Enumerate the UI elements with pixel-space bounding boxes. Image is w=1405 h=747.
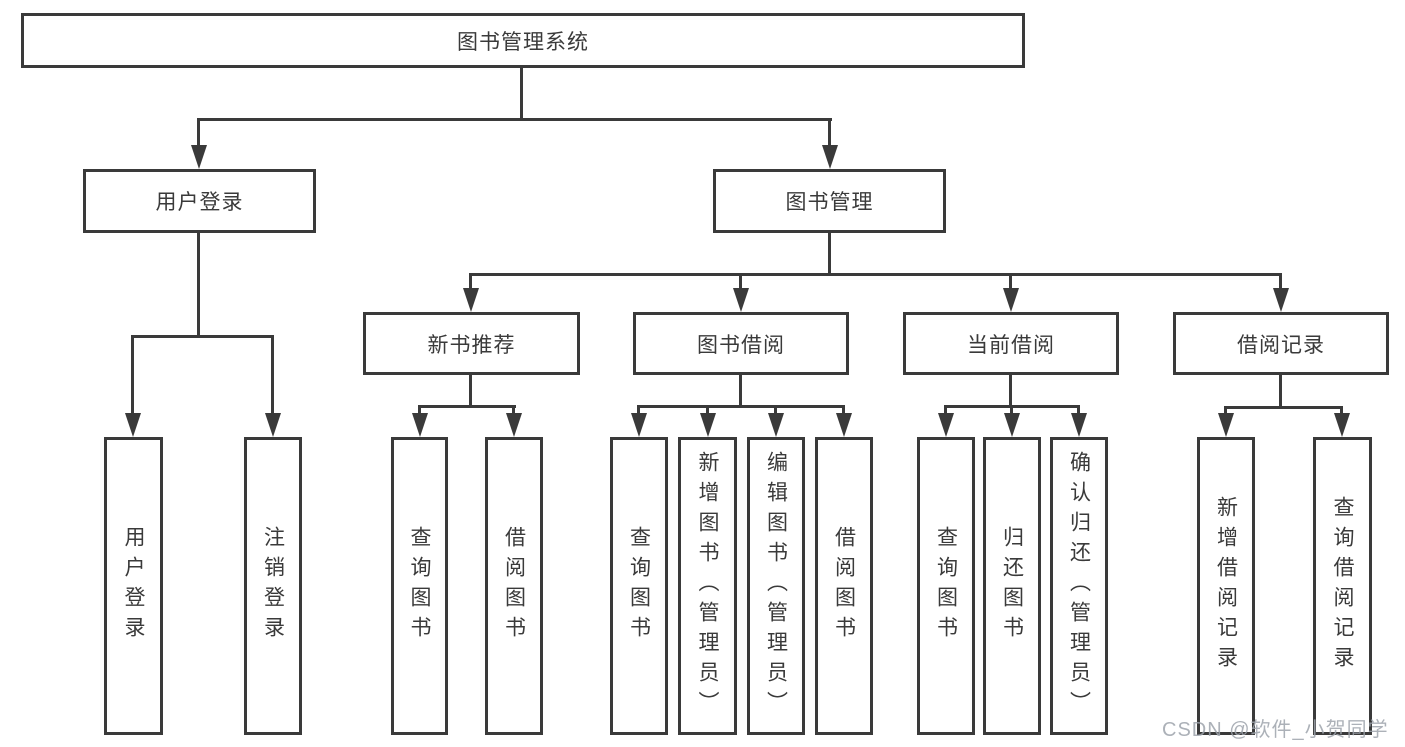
connector-line	[469, 273, 472, 291]
arrowhead-down	[1003, 288, 1019, 312]
arrowhead-down	[1334, 413, 1350, 437]
arrowhead-down	[412, 413, 428, 437]
connector-line	[1279, 375, 1282, 406]
connector-line	[1279, 273, 1282, 291]
connector-line	[1010, 405, 1013, 415]
arrowhead-down	[733, 288, 749, 312]
arrowhead-down	[631, 413, 647, 437]
arrowhead-down	[768, 413, 784, 437]
leaf-confirm-return-admin: 确认归还（管理员）	[1050, 437, 1108, 735]
connector-line	[469, 273, 1282, 276]
leaf-borrow-books-recommend: 借阅图书	[485, 437, 543, 735]
leaf-label: 归还图书	[1000, 526, 1024, 646]
connector-line	[197, 118, 832, 121]
arrowhead-down	[1004, 413, 1020, 437]
arrowhead-down	[822, 145, 838, 169]
connector-line	[520, 68, 523, 118]
csdn-watermark: CSDN @软件_小贺同学	[1162, 719, 1389, 741]
connector-line	[197, 118, 200, 148]
connector-line	[637, 405, 640, 415]
leaf-query-books-current: 查询图书	[917, 437, 975, 735]
connector-line	[828, 118, 831, 148]
leaf-label: 查询图书	[627, 526, 651, 646]
leaf-label: 新增借阅记录	[1214, 496, 1238, 676]
connector-line	[1009, 273, 1012, 291]
arrowhead-down	[506, 413, 522, 437]
leaf-add-book-admin: 新增图书（管理员）	[678, 437, 737, 735]
leaf-label: 借阅图书	[502, 526, 526, 646]
leaf-user-login: 用户登录	[104, 437, 163, 735]
leaf-query-books-recommend: 查询图书	[391, 437, 448, 735]
node-label: 新书推荐	[427, 333, 516, 357]
leaf-edit-book-admin: 编辑图书（管理员）	[747, 437, 805, 735]
leaf-query-borrow-record: 查询借阅记录	[1313, 437, 1372, 735]
leaf-label: 编辑图书（管理员）	[764, 451, 788, 721]
node-label: 图书管理系统	[457, 30, 589, 54]
connector-line	[131, 335, 134, 415]
connector-line	[131, 335, 274, 338]
node-label: 图书借阅	[697, 333, 785, 357]
node-current-borrow: 当前借阅	[903, 312, 1119, 375]
connector-line	[1009, 375, 1012, 405]
arrowhead-down	[463, 288, 479, 312]
leaf-return-book: 归还图书	[983, 437, 1041, 735]
connector-line	[739, 375, 742, 405]
arrowhead-down	[700, 413, 716, 437]
connector-line	[774, 405, 777, 415]
leaf-label: 查询图书	[934, 526, 958, 646]
connector-line	[418, 405, 421, 415]
connector-line	[469, 375, 472, 405]
leaf-label: 注销登录	[261, 526, 285, 646]
connector-line	[706, 405, 709, 415]
arrowhead-down	[125, 413, 141, 437]
leaf-label: 查询图书	[408, 526, 431, 646]
connector-line	[418, 405, 516, 408]
node-user-login: 用户登录	[83, 169, 316, 233]
connector-line	[739, 273, 742, 291]
node-book-management: 图书管理	[713, 169, 946, 233]
connector-line	[944, 405, 947, 415]
leaf-borrow-books: 借阅图书	[815, 437, 873, 735]
leaf-label: 新增图书（管理员）	[696, 451, 719, 721]
arrowhead-down	[1218, 413, 1234, 437]
connector-line	[828, 233, 831, 273]
node-label: 用户登录	[155, 191, 244, 214]
connector-line	[842, 405, 845, 415]
connector-line	[1340, 406, 1343, 415]
arrowhead-down	[265, 413, 281, 437]
node-label: 图书管理	[785, 191, 874, 214]
connector-line	[637, 405, 845, 408]
leaf-label: 确认归还（管理员）	[1067, 451, 1091, 721]
node-label: 借阅记录	[1237, 333, 1325, 357]
arrowhead-down	[938, 413, 954, 437]
connector-line	[1224, 406, 1227, 415]
arrowhead-down	[836, 413, 852, 437]
node-book-borrow: 图书借阅	[633, 312, 849, 375]
node-root-system: 图书管理系统	[21, 13, 1025, 68]
leaf-add-borrow-record: 新增借阅记录	[1197, 437, 1255, 735]
arrowhead-down	[1071, 413, 1087, 437]
leaf-label: 查询借阅记录	[1331, 496, 1354, 676]
leaf-label: 借阅图书	[832, 526, 856, 646]
connector-line	[197, 233, 200, 335]
arrowhead-down	[191, 145, 207, 169]
connector-line	[271, 335, 274, 415]
connector-line	[512, 405, 515, 415]
leaf-label: 用户登录	[122, 526, 145, 646]
node-label: 当前借阅	[967, 333, 1055, 357]
node-new-book-recommend: 新书推荐	[363, 312, 580, 375]
connector-line	[1077, 405, 1080, 415]
connector-line	[1224, 406, 1342, 409]
node-borrow-records: 借阅记录	[1173, 312, 1389, 375]
arrowhead-down	[1273, 288, 1289, 312]
leaf-query-books-borrow: 查询图书	[610, 437, 668, 735]
leaf-logout: 注销登录	[244, 437, 302, 735]
